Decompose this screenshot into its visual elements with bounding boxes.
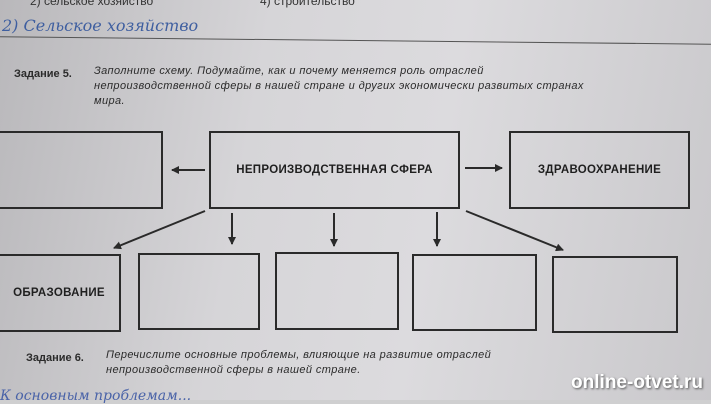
- box-left-empty: [0, 131, 163, 209]
- task5-text: Заполните схему. Подумайте, как и почему…: [94, 65, 584, 107]
- arrow-down-1: [113, 210, 206, 250]
- arrow-down-5: [465, 210, 564, 252]
- box-bottom-5: [552, 256, 678, 333]
- box-bottom-2: [138, 253, 260, 330]
- bottom-handwriting: К основным проблемам...: [0, 388, 192, 404]
- task6-label: Задание 6.: [26, 352, 84, 364]
- handwritten-answer: 2) Сельское хозяйство: [2, 16, 199, 35]
- task6-text: Перечислите основные проблемы, влияющие …: [106, 349, 492, 376]
- box-right: ЗДРАВООХРАНЕНИЕ: [509, 131, 690, 209]
- option-4: 4) строительство: [260, 0, 355, 8]
- box-bottom-3: [275, 252, 399, 330]
- previous-options-row: 2) сельское хозяйство 4) строительство: [0, 0, 711, 8]
- task5-label: Задание 5.: [14, 68, 72, 80]
- box-center: НЕПРОИЗВОДСТВЕННАЯ СФЕРА: [209, 131, 460, 209]
- box-bottom-4: [412, 254, 537, 331]
- watermark: online-otvet.ru: [571, 372, 703, 393]
- box-bottom-1: ОБРАЗОВАНИЕ: [0, 254, 121, 332]
- option-2: 2) сельское хозяйство: [30, 0, 154, 8]
